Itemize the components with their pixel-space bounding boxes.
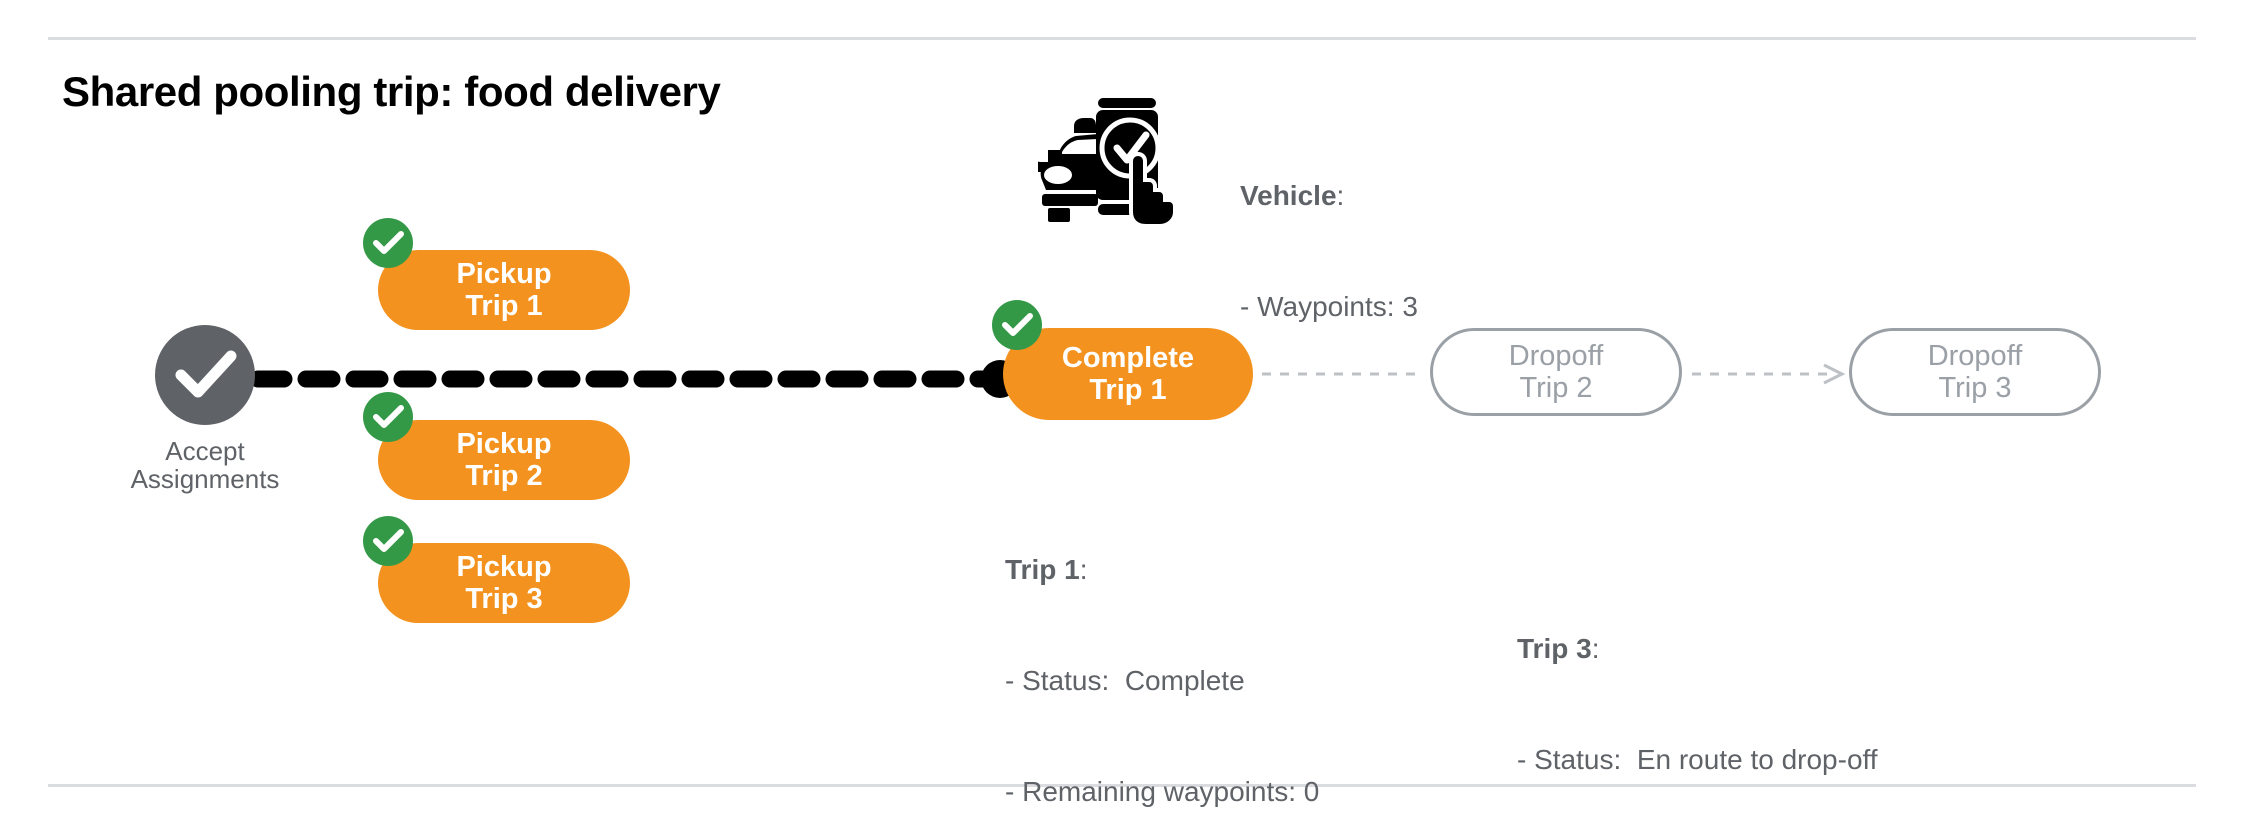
vehicle-waypoints-line: - Waypoints: 3 bbox=[1240, 290, 1418, 322]
check-icon bbox=[1002, 313, 1033, 336]
trip-3-status-line: - Status: En route to drop-off bbox=[1517, 743, 1878, 775]
node-label-line-2: Trip 2 bbox=[465, 460, 543, 492]
node-label-line-1: Pickup bbox=[456, 427, 552, 460]
trip-1-2-info-block: Trip 1: - Status: Complete - Remaining w… bbox=[1005, 478, 1366, 825]
node-dropoff-trip-3[interactable]: Dropoff Trip 3 bbox=[1849, 328, 2101, 416]
accept-assignments-label: Accept Assignments bbox=[95, 437, 315, 493]
trip-3-heading: Trip 3 bbox=[1517, 632, 1592, 664]
trip-3-info-block: Trip 3: - Status: En route to drop-off -… bbox=[1517, 557, 1878, 825]
accept-label-line-1: Accept bbox=[165, 436, 245, 466]
node-dropoff-trip-2[interactable]: Dropoff Trip 2 bbox=[1430, 328, 1682, 416]
status-badge-pickup-trip-2 bbox=[363, 392, 413, 442]
check-icon bbox=[373, 231, 404, 254]
node-label-line-2: Trip 1 bbox=[1089, 374, 1167, 406]
node-label-line-2: Trip 1 bbox=[465, 290, 543, 322]
node-label-line-1: Pickup bbox=[456, 257, 552, 290]
connector-arrowhead-icon bbox=[1823, 363, 1846, 385]
node-complete-trip-1[interactable]: Complete Trip 1 bbox=[1003, 328, 1253, 420]
vehicle-info-heading-suffix: : bbox=[1336, 179, 1345, 211]
vehicle-info-heading: Vehicle bbox=[1240, 179, 1337, 211]
accept-label-line-2: Assignments bbox=[130, 464, 280, 495]
node-label-line-1: Complete bbox=[1061, 341, 1195, 374]
trip-1-heading-suffix: : bbox=[1079, 553, 1088, 585]
check-icon bbox=[373, 529, 404, 552]
check-icon bbox=[373, 405, 404, 428]
accept-circle bbox=[155, 325, 255, 425]
node-label-line-1: Pickup bbox=[456, 550, 552, 583]
status-badge-complete-trip-1 bbox=[992, 300, 1042, 350]
status-badge-pickup-trip-1 bbox=[363, 218, 413, 268]
node-label-line-2: Trip 3 bbox=[465, 583, 543, 615]
trip-3-heading-row: Trip 3: bbox=[1517, 631, 1878, 668]
vehicle-info-heading-row: Vehicle: bbox=[1240, 178, 1418, 215]
divider-top bbox=[48, 37, 2196, 40]
trip-1-heading-row: Trip 1: bbox=[1005, 552, 1366, 589]
divider-bottom bbox=[48, 784, 2196, 787]
node-label-line-1: Dropoff bbox=[1508, 339, 1604, 372]
node-pickup-trip-3[interactable]: Pickup Trip 3 bbox=[378, 543, 630, 623]
node-accept-assignments[interactable]: Accept Assignments bbox=[131, 325, 279, 493]
vehicle-info-block: Vehicle: - Waypoints: 3 bbox=[1240, 104, 1418, 400]
node-pickup-trip-1[interactable]: Pickup Trip 1 bbox=[378, 250, 630, 330]
check-icon bbox=[175, 350, 237, 398]
page-title: Shared pooling trip: food delivery bbox=[62, 68, 721, 115]
node-label-line-1: Dropoff bbox=[1927, 339, 2023, 372]
node-pickup-trip-2[interactable]: Pickup Trip 2 bbox=[378, 420, 630, 500]
car-phone-check-tap-icon bbox=[1034, 86, 1188, 228]
node-label-line-2: Trip 2 bbox=[1519, 372, 1593, 404]
trip-1-status-line: - Status: Complete bbox=[1005, 664, 1245, 696]
status-badge-pickup-trip-3 bbox=[363, 516, 413, 566]
trip-1-heading: Trip 1 bbox=[1005, 553, 1080, 585]
trip-3-heading-suffix: : bbox=[1591, 632, 1600, 664]
node-label-line-2: Trip 3 bbox=[1938, 372, 2012, 404]
trip-1-waypoints-line: - Remaining waypoints: 0 bbox=[1005, 775, 1320, 807]
